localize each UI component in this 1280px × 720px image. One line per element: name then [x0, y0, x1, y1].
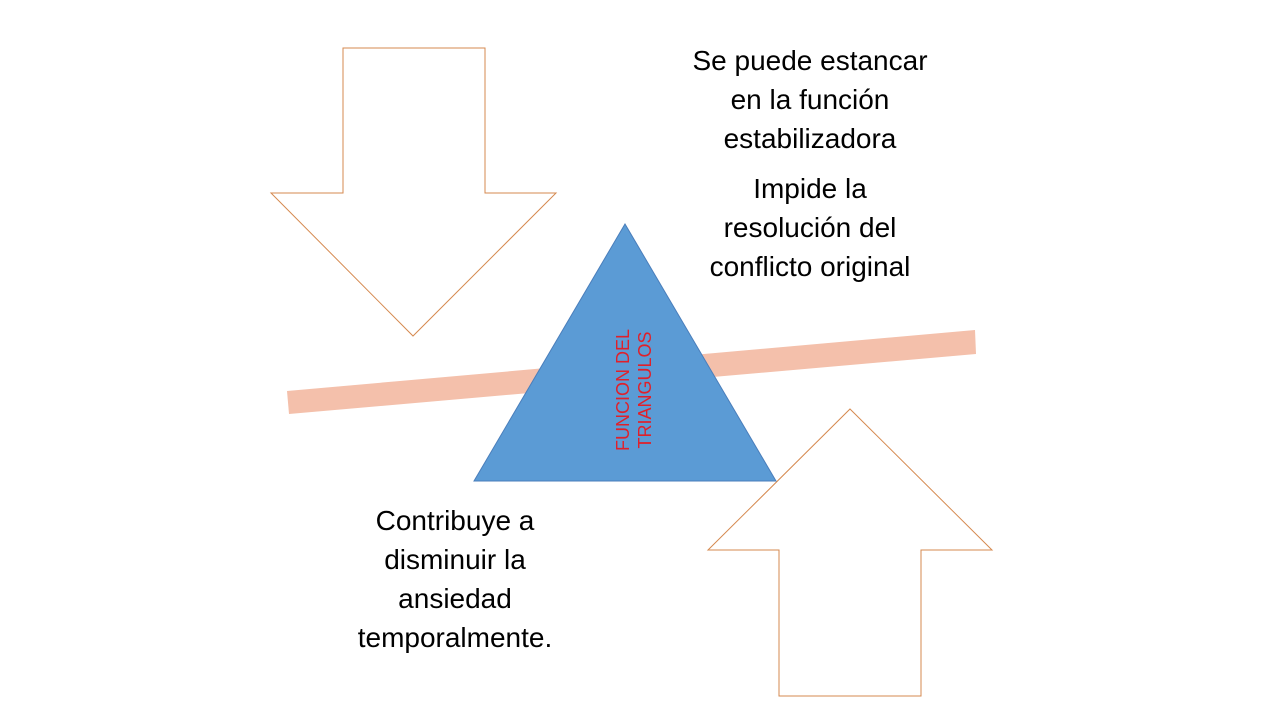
triangle-icon [473, 223, 777, 482]
up-arrow-icon [706, 408, 994, 697]
triangle-label: FUNCION DEL TRIANGULOS [613, 329, 655, 452]
down-arrow-icon [269, 47, 558, 337]
stagnation-text: Se puede estancar en la función estabili… [692, 45, 928, 154]
impedes-resolution-text: Impide la resolución del conflicto origi… [709, 173, 911, 282]
reduces-anxiety-text: Contribuye a disminuir la ansiedad tempo… [357, 505, 553, 653]
